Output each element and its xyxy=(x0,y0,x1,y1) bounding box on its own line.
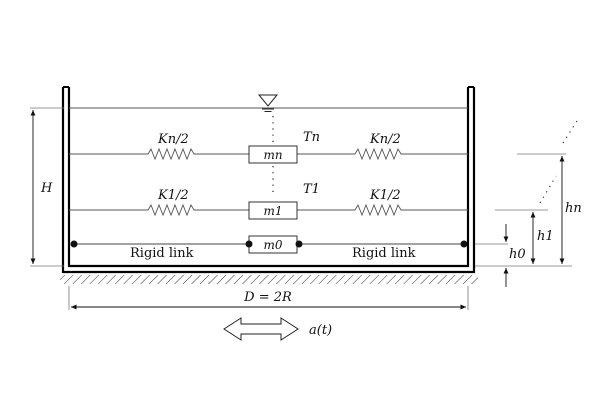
mass-box-m1 xyxy=(248,201,298,220)
excitation-double-arrow xyxy=(223,317,299,341)
label-mass-m1: m1 xyxy=(263,204,282,218)
right-dots-lower xyxy=(539,175,557,204)
tank-inner-wall xyxy=(67,87,470,268)
label-mass-mn: mn xyxy=(263,148,282,162)
label-spring-k1-left: K1/2 xyxy=(157,188,189,203)
label-spring-kn-right: Kn/2 xyxy=(369,132,401,147)
label-hn: hn xyxy=(565,201,582,216)
pin-joint-mass-right xyxy=(295,240,303,248)
label-mass-m0: m0 xyxy=(263,238,282,252)
label-excitation: a(t) xyxy=(309,323,332,338)
spring-row-n xyxy=(69,147,468,161)
label-diameter: D = 2R xyxy=(243,290,292,305)
label-rigid-link-right: Rigid link xyxy=(352,246,416,261)
pin-joint-mass-left xyxy=(245,240,253,248)
mass-box-mn xyxy=(248,145,298,164)
label-H: H xyxy=(40,181,53,196)
label-rigid-link-left: Rigid link xyxy=(130,246,194,261)
label-h0: h0 xyxy=(509,247,526,262)
free-surface-symbol xyxy=(257,94,279,112)
tank-outer-wall xyxy=(61,87,476,274)
right-dots-upper xyxy=(562,120,578,144)
spring-row-1 xyxy=(69,203,468,217)
label-spring-kn-left: Kn/2 xyxy=(157,132,189,147)
label-period-tn: Tn xyxy=(303,130,320,145)
label-period-t1: T1 xyxy=(303,182,320,197)
label-spring-k1-right: K1/2 xyxy=(369,188,401,203)
label-h1: h1 xyxy=(537,229,554,244)
ground-hatching xyxy=(60,275,478,284)
pin-joint-left xyxy=(70,240,78,248)
pin-joint-right xyxy=(460,240,468,248)
